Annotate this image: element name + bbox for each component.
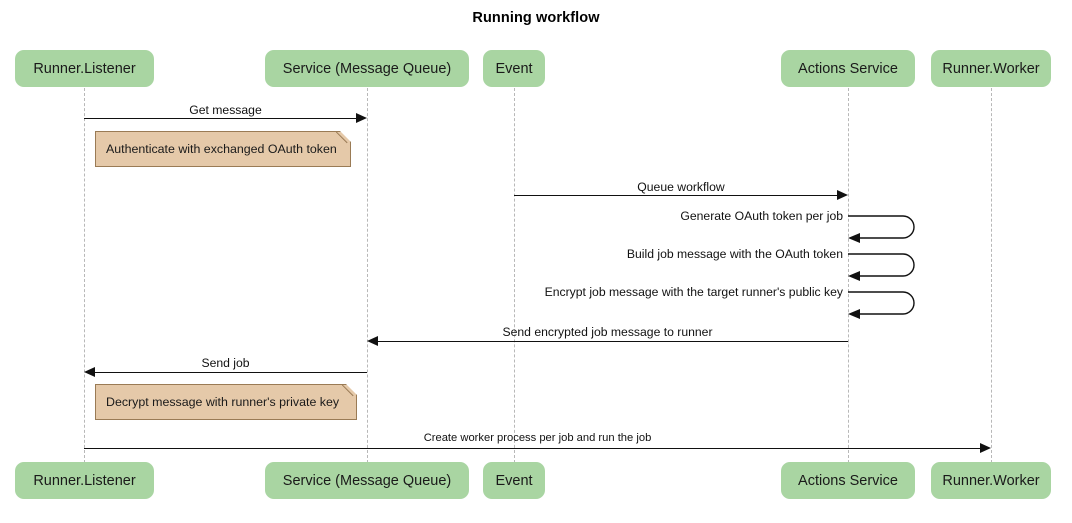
- lifeline-runner-worker: [991, 88, 992, 463]
- participant-label: Runner.Listener: [33, 472, 136, 489]
- message-arrowhead-send-encrypted-job-message-to-runner: [367, 336, 378, 346]
- message-label-generate-oauth-token-per-job: Generate OAuth token per job: [680, 209, 843, 223]
- message-line-create-worker-process-per-job-and-run-the-job: [84, 448, 980, 449]
- participant-label: Event: [495, 472, 533, 489]
- lifeline-event: [514, 88, 515, 463]
- participant-bottom-actions-service[interactable]: Actions Service: [781, 462, 915, 499]
- note-authenticate: Authenticate with exchanged OAuth token: [95, 131, 351, 167]
- message-label-send-job: Send job: [201, 356, 250, 370]
- participant-bottom-runner-listener[interactable]: Runner.Listener: [15, 462, 154, 499]
- message-line-get-message: [84, 118, 356, 119]
- participant-label: Service (Message Queue): [282, 60, 452, 77]
- participant-top-runner-listener[interactable]: Runner.Listener: [15, 50, 154, 87]
- message-selfcall-build-job-message-with-the-oauth-token: [848, 252, 926, 281]
- message-label-send-encrypted-job-message-to-runner: Send encrypted job message to runner: [502, 325, 713, 339]
- note-label: Decrypt message with runner's private ke…: [106, 395, 340, 409]
- participant-label: Actions Service: [798, 60, 898, 77]
- participant-top-runner-worker[interactable]: Runner.Worker: [931, 50, 1051, 87]
- note-decrypt: Decrypt message with runner's private ke…: [95, 384, 357, 420]
- note-fold-edge-icon: [336, 131, 351, 146]
- lifeline-actions-service: [848, 88, 849, 463]
- participant-label: Event: [495, 60, 533, 77]
- note-label: Authenticate with exchanged OAuth token: [106, 142, 337, 156]
- message-label-create-worker-process-per-job-and-run-the-job: Create worker process per job and run th…: [423, 432, 652, 444]
- lifeline-service-message-queue: [367, 88, 368, 463]
- participant-label: Runner.Worker: [942, 472, 1040, 489]
- message-selfcall-encrypt-job-message-with-the-target-runners-public-key: [848, 290, 926, 319]
- participant-top-actions-service[interactable]: Actions Service: [781, 50, 915, 87]
- message-arrowhead-queue-workflow: [837, 190, 848, 200]
- lifeline-runner-listener: [84, 88, 85, 463]
- message-label-get-message: Get message: [189, 103, 262, 117]
- participant-bottom-service-message-queue[interactable]: Service (Message Queue): [265, 462, 469, 499]
- message-line-queue-workflow: [514, 195, 837, 196]
- message-arrowhead-create-worker-process-per-job-and-run-the-job: [980, 443, 991, 453]
- message-label-queue-workflow: Queue workflow: [637, 180, 725, 194]
- participant-top-event[interactable]: Event: [483, 50, 545, 87]
- message-arrowhead-send-job: [84, 367, 95, 377]
- message-selfcall-generate-oauth-token-per-job: [848, 214, 926, 243]
- message-line-send-job: [95, 372, 367, 373]
- diagram-title: Running workflow: [472, 10, 600, 26]
- message-line-send-encrypted-job-message-to-runner: [378, 341, 848, 342]
- message-label-encrypt-job-message-with-the-target-runners-public-key: Encrypt job message with the target runn…: [544, 285, 843, 299]
- message-arrowhead-get-message: [356, 113, 367, 123]
- participant-label: Runner.Worker: [942, 60, 1040, 77]
- participant-bottom-runner-worker[interactable]: Runner.Worker: [931, 462, 1051, 499]
- participant-bottom-event[interactable]: Event: [483, 462, 545, 499]
- participant-label: Runner.Listener: [33, 60, 136, 77]
- message-label-build-job-message-with-the-oauth-token: Build job message with the OAuth token: [626, 247, 843, 261]
- participant-top-service-message-queue[interactable]: Service (Message Queue): [265, 50, 469, 87]
- participant-label: Service (Message Queue): [282, 472, 452, 489]
- note-fold-edge-icon: [342, 384, 357, 399]
- participant-label: Actions Service: [798, 472, 898, 489]
